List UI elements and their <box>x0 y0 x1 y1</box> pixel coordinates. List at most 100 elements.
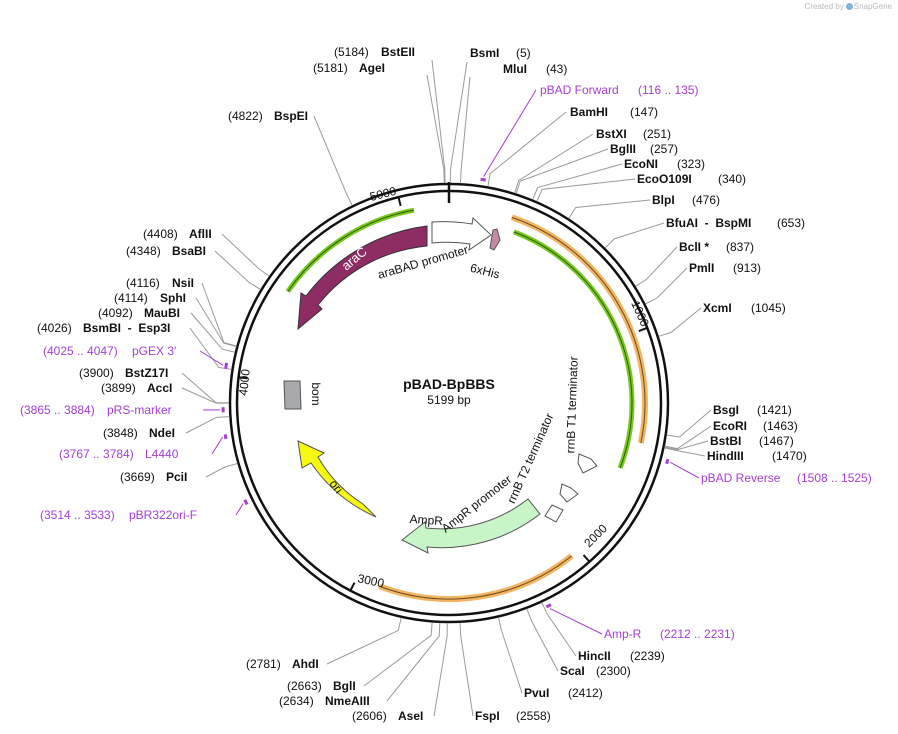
site-position: (4116) <box>126 276 160 290</box>
site-position: (4026) <box>37 321 72 335</box>
feature-bom-box[interactable] <box>283 380 302 410</box>
site-position: (837) <box>726 240 754 254</box>
site-position: (476) <box>692 193 720 207</box>
primer-leader-1 <box>669 461 700 479</box>
site-name: NdeI <box>149 426 175 440</box>
site-name: BstXI <box>596 127 627 141</box>
site-acci[interactable]: (3899)AccI <box>101 381 172 395</box>
site-position: (5184) <box>334 45 369 59</box>
leader-line-26 <box>205 462 238 478</box>
site-position: (1463) <box>763 419 798 433</box>
feature-rrnb-t1-arrow[interactable] <box>577 453 598 474</box>
site-bsabi[interactable]: (4348)BsaBI <box>126 244 206 258</box>
feature-label-bom: bom <box>309 382 323 405</box>
site-bsmbi-esp3i[interactable]: (4026)BsmBI - Esp3I <box>37 321 170 335</box>
primer-pgex-3[interactable]: (4025 .. 4047)pGEX 3' <box>43 344 176 358</box>
leader-line-25 <box>326 617 402 665</box>
feature-6xhis-arrow[interactable] <box>489 228 501 251</box>
feature-arac-arrow[interactable] <box>297 225 428 331</box>
feature-arabad-promoter-arrow[interactable] <box>431 216 492 252</box>
site-bstz17i[interactable]: (3900)BstZ17I <box>79 366 168 380</box>
site-bgli[interactable]: (2663)BglI <box>287 679 356 693</box>
site-name: BamHI <box>570 105 608 119</box>
leader-line-21 <box>459 622 474 717</box>
primer-pbad-reverse[interactable]: pBAD Reverse(1508 .. 1525) <box>701 471 872 485</box>
primer-amp-r[interactable]: Amp-R(2212 .. 2231) <box>604 627 735 641</box>
leader-line-23 <box>386 622 441 702</box>
site-position: (5) <box>516 46 531 60</box>
primer-name: L4440 <box>145 447 179 461</box>
primer-mark-4 <box>223 434 228 440</box>
site-bamhi[interactable]: BamHI (147) <box>570 105 658 119</box>
site-maubi[interactable]: (4092)MauBI <box>98 306 180 320</box>
feature-ampr-promoter-arrow[interactable] <box>544 504 564 523</box>
site-position: (147) <box>630 105 658 119</box>
site-bsteii[interactable]: (5184)BstEII <box>334 45 415 59</box>
site-pcii[interactable]: (3669)PciI <box>120 470 187 484</box>
primer-prs-marker[interactable]: (3865 .. 3884)pRS-marker <box>20 403 172 417</box>
enzyme-labels: (5184)BstEII (5181)AgeI BsmI(5) MluI(43)… <box>37 45 807 723</box>
site-nsii[interactable]: (4116)NsiI <box>126 276 194 290</box>
primer-leader-0 <box>483 89 537 177</box>
site-ecori[interactable]: EcoRI(1463) <box>713 419 798 433</box>
site-position: (3848) <box>103 426 138 440</box>
site-hindiii[interactable]: HindIII(1470) <box>707 449 807 463</box>
site-pmli[interactable]: PmlI(913) <box>689 261 761 275</box>
feature-ampr-arrow[interactable] <box>401 498 541 554</box>
primer-marks <box>199 89 700 635</box>
site-bcli[interactable]: BclI *(837) <box>679 240 754 254</box>
site-mlui[interactable]: MluI(43) <box>503 62 567 76</box>
leader-line-33 <box>201 282 237 347</box>
site-asei[interactable]: (2606)AseI <box>352 709 423 723</box>
leader-line-31 <box>190 312 236 353</box>
primer-mark-2 <box>545 603 552 609</box>
primer-pbad-forward[interactable]: pBAD Forward(116 .. 135) <box>540 83 698 97</box>
plasmid-length: 5199 bp <box>427 393 471 407</box>
site-position: (3669) <box>120 470 155 484</box>
site-bsgi[interactable]: BsgI(1421) <box>713 403 792 417</box>
site-scai[interactable]: ScaI(2300) <box>560 664 631 678</box>
site-name: BfuAI - BspMI <box>666 216 751 230</box>
site-bstbi[interactable]: BstBI(1467) <box>710 434 794 448</box>
site-name: EcoO109I <box>637 172 692 186</box>
site-aflii[interactable]: (4408)AflII <box>143 227 212 241</box>
site-bfuai-bspmi[interactable]: BfuAI - BspMI(653) <box>666 216 805 230</box>
orf-inner-core-2 <box>513 231 633 469</box>
site-bglii[interactable]: BglII(257) <box>610 142 678 156</box>
site-position: (5181) <box>313 61 348 75</box>
site-leader-lines <box>181 59 712 717</box>
site-nmeaiii[interactable]: (2634)NmeAIII <box>279 694 370 708</box>
feature-label-ampr: AmpR <box>409 512 444 528</box>
features <box>283 216 598 554</box>
leader-line-32 <box>195 297 237 348</box>
leader-line-28 <box>181 387 230 404</box>
leader-line-12 <box>645 267 688 305</box>
site-bstxi[interactable]: BstXI(251) <box>596 127 671 141</box>
primer-l4440[interactable]: (3767 .. 3784)L4440 <box>59 447 179 461</box>
site-ahdi[interactable]: (2781) AhdI <box>246 657 319 671</box>
site-ndei[interactable]: (3848) NdeI <box>103 426 175 440</box>
snapgene-logo-icon <box>845 3 853 10</box>
site-xcmi[interactable]: XcmI(1045) <box>703 301 786 315</box>
feature-label-rrnb-t2: rrnB T2 terminator <box>504 411 556 505</box>
primer-leader-6 <box>199 350 224 366</box>
site-eco0109i[interactable]: EcoO109I(340) <box>637 172 746 186</box>
feature-rrnb-t2-arrow[interactable] <box>559 483 579 503</box>
site-position: (2781) <box>246 657 281 671</box>
feature-ori-arrow[interactable] <box>297 440 377 518</box>
site-blpi[interactable]: BlpI(476) <box>652 193 720 207</box>
site-econi[interactable]: EcoNI(323) <box>624 157 705 171</box>
primer-mark-1 <box>665 458 670 465</box>
site-bsmi[interactable]: BsmI(5) <box>470 46 531 60</box>
site-hincii[interactable]: HincII(2239) <box>578 649 665 663</box>
primer-pbr322ori-f[interactable]: (3514 .. 3533)pBR322ori-F <box>40 508 197 522</box>
site-bspei[interactable]: (4822)BspEI <box>228 109 308 123</box>
leader-line-1 <box>426 74 445 184</box>
site-pvui[interactable]: PvuI(2412) <box>524 686 603 700</box>
site-fspi[interactable]: FspI(2558) <box>475 709 551 723</box>
primer-name: pBAD Forward <box>540 83 619 97</box>
site-sphi[interactable]: (4114)SphI <box>114 291 186 305</box>
site-name: PvuI <box>524 686 549 700</box>
site-name: AhdI <box>292 657 319 671</box>
site-agei[interactable]: (5181)AgeI <box>313 61 385 75</box>
